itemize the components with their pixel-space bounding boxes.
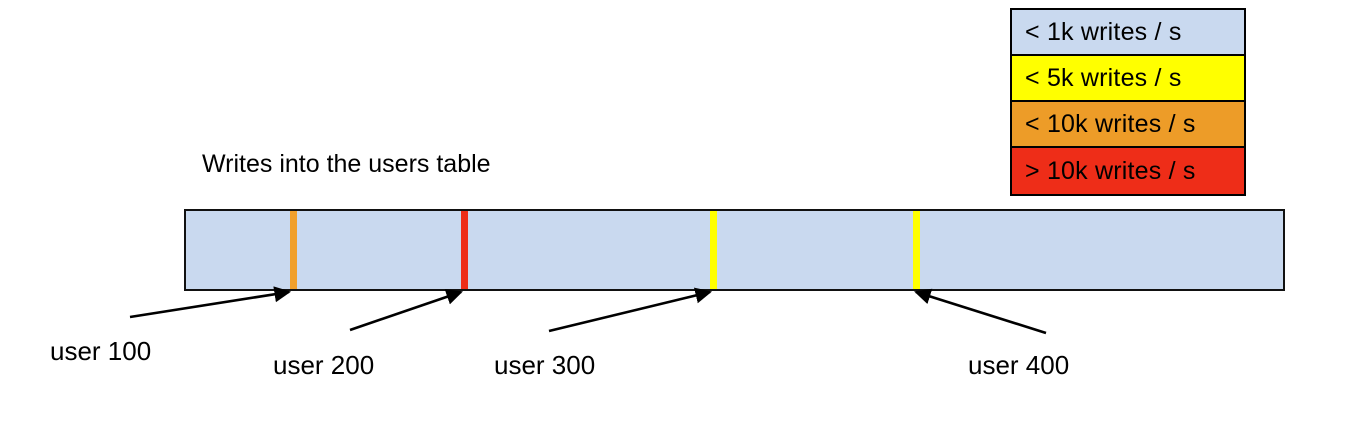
legend-row-over-10k: > 10k writes / s	[1012, 148, 1244, 194]
label-user-300: user 300	[494, 350, 596, 380]
label-user-400: user 400	[968, 350, 1070, 380]
legend-row-under-5k: < 5k writes / s	[1012, 56, 1244, 102]
legend-label: < 10k writes / s	[1025, 109, 1196, 138]
legend-label: < 5k writes / s	[1025, 63, 1182, 92]
stripe-user-100	[290, 211, 298, 289]
chart-title: Writes into the users table	[202, 150, 491, 178]
legend-label: < 1k writes / s	[1025, 17, 1182, 46]
stripe-user-400	[913, 211, 921, 289]
legend-label: > 10k writes / s	[1025, 156, 1196, 185]
writes-legend: < 1k writes / s < 5k writes / s < 10k wr…	[1010, 8, 1246, 196]
legend-row-under-1k: < 1k writes / s	[1012, 10, 1244, 56]
label-user-100: user 100	[50, 336, 152, 366]
arrow-user-100	[129, 286, 292, 319]
arrow-user-400	[914, 288, 1047, 335]
label-user-200: user 200	[273, 350, 375, 380]
users-table-range-bar	[184, 209, 1285, 291]
stripe-user-200	[461, 211, 469, 289]
legend-row-under-10k: < 10k writes / s	[1012, 102, 1244, 148]
arrow-user-300	[548, 287, 713, 333]
arrow-user-200	[349, 289, 463, 332]
stripe-user-300	[710, 211, 718, 289]
